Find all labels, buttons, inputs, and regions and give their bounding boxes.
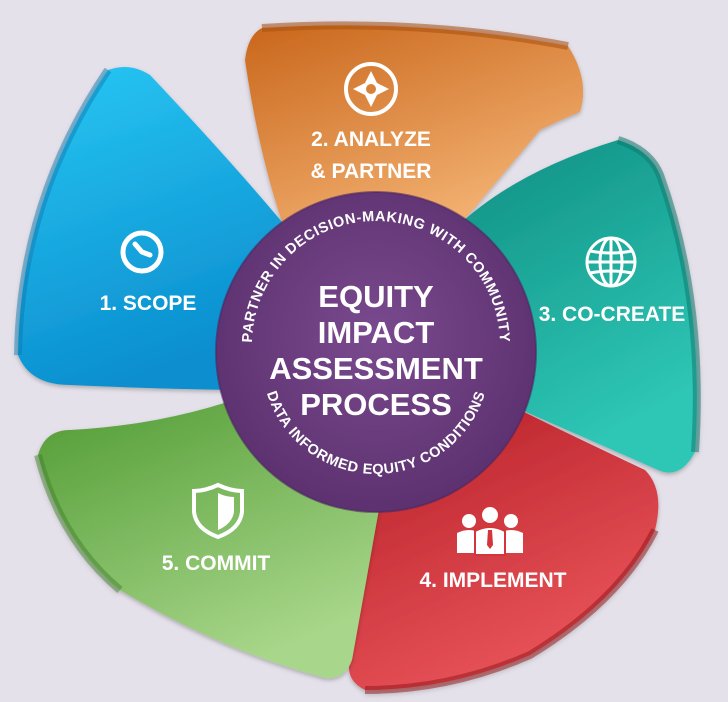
compass-icon (344, 62, 398, 116)
step-2-label-line-2: & PARTNER (311, 160, 432, 183)
step-analyze-partner (245, 21, 584, 222)
center-title-line: PROCESS (300, 387, 452, 422)
center-hub: PARTNER IN DECISION-MAKING WITH COMMUNIT… (215, 191, 537, 513)
clock-icon (120, 230, 164, 274)
center-title-line: IMPACT (318, 315, 435, 350)
step-3-label: 3. CO-CREATE (539, 303, 686, 326)
people-icon (457, 505, 523, 556)
step-scope (14, 66, 282, 390)
globe-icon (585, 236, 637, 288)
step-1-label: 1. SCOPE (100, 292, 197, 315)
step-2-label: 2. ANALYZE (311, 128, 431, 151)
center-title-line: EQUITY (318, 279, 434, 314)
shield-icon (192, 482, 244, 540)
step-5-label: 5. COMMIT (162, 552, 271, 575)
step-4-label: 4. IMPLEMENT (419, 569, 566, 592)
center-title-line: ASSESSMENT (269, 351, 483, 386)
